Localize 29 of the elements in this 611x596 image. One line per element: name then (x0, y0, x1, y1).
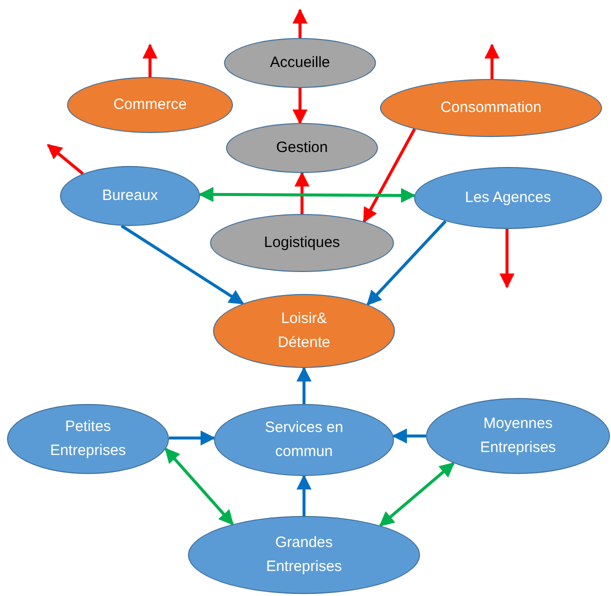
node-label: Bureaux (102, 186, 158, 206)
node-label: Gestion (276, 138, 328, 158)
arrow (142, 44, 158, 77)
node-label: Petites Entreprises (49, 417, 127, 461)
node-label: Commerce (113, 95, 187, 115)
node-label: Grandes Entreprises (265, 533, 343, 577)
node-label: Loisir& Détente (276, 309, 332, 353)
arrow (296, 474, 312, 516)
arrow (484, 44, 500, 79)
arrow (366, 220, 447, 306)
arrow (362, 128, 416, 223)
arrow (120, 224, 244, 305)
arrow (294, 172, 310, 214)
arrow (198, 186, 416, 203)
arrow (379, 462, 455, 527)
arrow (292, 8, 308, 38)
arrow (292, 88, 308, 124)
arrow (500, 229, 514, 288)
arrow (169, 430, 216, 446)
node-label: Consommation (440, 98, 542, 118)
arrow (46, 144, 84, 175)
arrow (296, 366, 312, 404)
node-label: Services en commun (264, 418, 344, 462)
node-label: Moyennes Entreprises (479, 414, 557, 458)
node-label: Accueille (270, 53, 330, 73)
node-label: Logistiques (264, 233, 340, 253)
arrow (392, 428, 426, 444)
arrow (164, 448, 234, 526)
node-label: Les Agences (465, 188, 551, 208)
